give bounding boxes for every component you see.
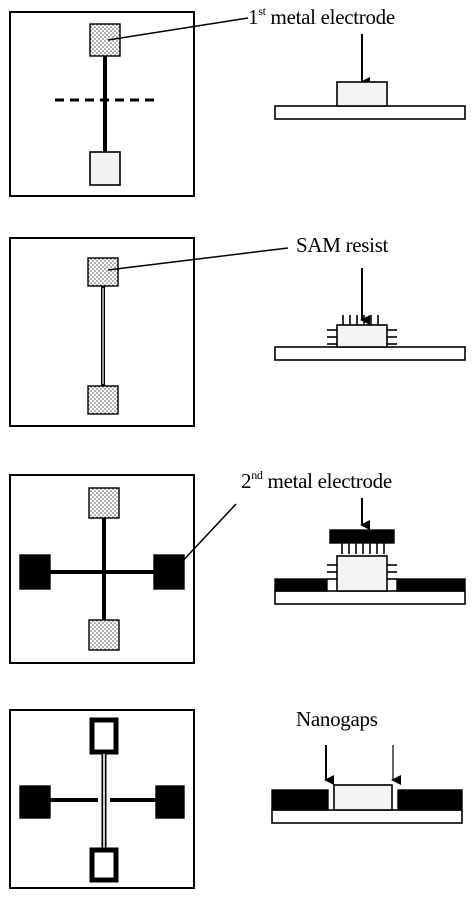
step-1: 1st metal electrode	[9, 4, 466, 197]
step-1-top-electrode-pad	[89, 23, 121, 57]
step-2-sam-molecules	[327, 315, 397, 345]
step-3-second-electrode-top	[329, 529, 395, 544]
step-2-substrate	[274, 346, 466, 361]
step-3-left-second-electrode	[274, 578, 328, 592]
step-4: Nanogaps	[9, 707, 463, 889]
step-4-left-second-electrode	[271, 789, 329, 811]
step-3-first-electrode-cross-section	[336, 555, 388, 592]
step-1-label: 1st metal electrode	[248, 4, 395, 29]
step-3-sam-molecules	[327, 543, 397, 580]
step-2-top-electrode-pad	[87, 257, 119, 287]
step-2-electrode-cross-section	[336, 324, 388, 348]
step-4-bottom-electrode-pad	[89, 847, 119, 883]
step-2-label: SAM resist	[296, 233, 389, 257]
step-4-left-electrode-pad	[19, 785, 51, 819]
step-3-bottom-electrode-pad	[88, 619, 120, 651]
step-3-substrate	[274, 590, 466, 605]
step-3: 2nd metal electrode	[9, 468, 466, 664]
step-4-top-electrode-pad	[89, 717, 119, 755]
step-4-right-electrode-pad	[155, 785, 185, 819]
step-2-bottom-electrode-pad	[87, 385, 119, 415]
step-3-label: 2nd metal electrode	[241, 468, 392, 493]
step-3-right-second-electrode	[396, 578, 466, 592]
step-4-first-electrode-cross-section	[333, 784, 393, 811]
step-2-pointer-line	[107, 247, 289, 271]
step-3-pointer-line	[177, 503, 237, 567]
step-4-right-second-electrode	[397, 789, 463, 811]
step-1-pointer-line	[107, 17, 249, 41]
step-3-left-electrode-pad	[19, 554, 51, 590]
step-1-bottom-electrode-pad	[89, 151, 121, 186]
step-1-substrate	[274, 105, 466, 120]
step-4-label: Nanogaps	[296, 707, 378, 731]
step-3-right-electrode-pad	[153, 554, 185, 590]
step-1-electrode-cross-section	[336, 81, 388, 107]
step-2: SAM resist	[9, 233, 466, 427]
step-3-top-electrode-pad	[88, 487, 120, 519]
step-4-substrate	[271, 809, 463, 824]
